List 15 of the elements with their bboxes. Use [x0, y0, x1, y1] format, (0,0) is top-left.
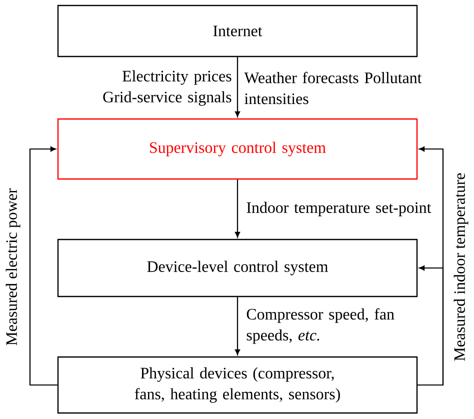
- block-box: Internet: [57, 4, 418, 58]
- arrow: [234, 297, 240, 355]
- edge-label: Measured indoor temperature: [454, 173, 468, 361]
- signal-label: Electricity prices Grid-service signals: [103, 70, 232, 106]
- block-box: Physical devices (compressor, fans, heating elements, sensors): [57, 356, 418, 414]
- arrow: [418, 265, 444, 386]
- edge-label: Compressor speed, fan speeds, etc.: [246, 308, 394, 344]
- block-box: Device-level control system: [57, 238, 418, 298]
- block-box: Supervisory control system: [57, 118, 418, 180]
- arrow: [29, 146, 58, 386]
- signal-label: Weather forecasts Pollutant intensities: [244, 72, 422, 104]
- arrow: [234, 57, 240, 117]
- arrow: [234, 180, 240, 238]
- edge-label: Measured electric power: [6, 188, 20, 346]
- edge-label: Indoor temperature set-point: [246, 202, 432, 216]
